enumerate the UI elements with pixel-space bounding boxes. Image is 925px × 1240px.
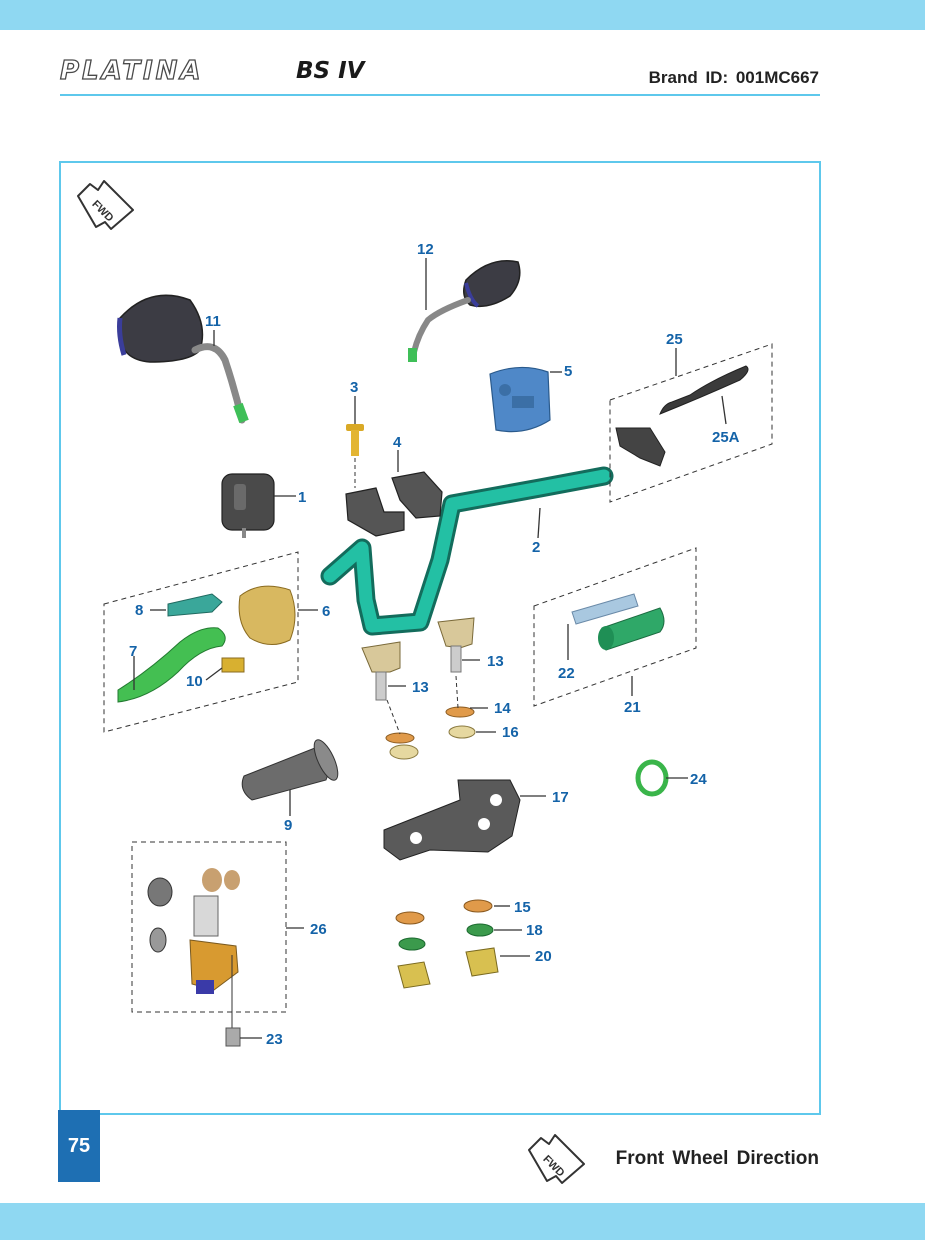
risers [361, 617, 475, 701]
part-label: 15 [514, 899, 531, 916]
part-label: 18 [526, 922, 543, 939]
part-labels: 1 2 3 4 5 6 7 8 9 10 11 12 13 13 14 15 1… [129, 241, 740, 1048]
handlebar-clamps [345, 471, 443, 537]
bottom-band [0, 1203, 925, 1240]
right-switch [489, 366, 551, 433]
ignition-switch-group [131, 841, 287, 1030]
mirror-right [408, 260, 521, 362]
part-label: 1 [298, 489, 306, 506]
exploded-parts-diagram: FWD [77, 180, 773, 1048]
part-label: 14 [494, 700, 511, 717]
part-label: 20 [535, 948, 552, 965]
page-number: 75 [58, 1110, 100, 1182]
part-label: 2 [532, 539, 540, 556]
top-bracket-plate [383, 779, 521, 861]
top-band [0, 0, 925, 30]
part-label: 13 [412, 679, 429, 696]
left-switch [221, 473, 275, 538]
part-label: 22 [558, 665, 575, 682]
clip [635, 759, 669, 797]
part-label: 11 [205, 313, 221, 330]
fwd-arrow-icon: FWD [77, 180, 134, 230]
fwd-legend-icon: FWD [528, 1134, 585, 1184]
platina-logo: PLATINA [59, 55, 204, 86]
part-label: 9 [284, 817, 292, 834]
part-label: 13 [487, 653, 504, 670]
part-label: 8 [135, 602, 143, 619]
part-label: 12 [417, 241, 434, 258]
part-label: 3 [350, 379, 358, 396]
part-label: 21 [624, 699, 641, 716]
part-label: 25A [712, 429, 740, 446]
brand-id: Brand ID: 001MC667 [648, 68, 819, 87]
clutch-lever-group [103, 551, 299, 733]
legend-text: Front Wheel Direction [615, 1148, 819, 1169]
washers-upper [385, 706, 476, 760]
part-label: 25 [666, 331, 683, 348]
bolt-3 [346, 424, 364, 488]
washers-nuts-lower [395, 899, 499, 989]
part-label: 16 [502, 724, 519, 741]
part-label: 10 [186, 673, 203, 690]
leader-lines [133, 258, 727, 1039]
handlebar [320, 466, 614, 636]
part-label: 4 [393, 434, 402, 451]
throttle-group [533, 547, 697, 707]
left-grip [241, 739, 339, 801]
part-label: 7 [129, 643, 137, 660]
part-label: 24 [690, 771, 707, 788]
part-label: 5 [564, 363, 572, 380]
mirror-left [117, 294, 249, 424]
bs-iv-label: BS IV [296, 58, 365, 84]
header-divider [60, 94, 820, 96]
part-label: 26 [310, 921, 327, 938]
part-label: 23 [266, 1031, 283, 1048]
part-label: 17 [552, 789, 569, 806]
bolt-23 [225, 1027, 241, 1047]
diagram-frame [59, 161, 821, 1115]
brake-lever-group [609, 343, 773, 503]
part-label: 6 [322, 603, 330, 620]
